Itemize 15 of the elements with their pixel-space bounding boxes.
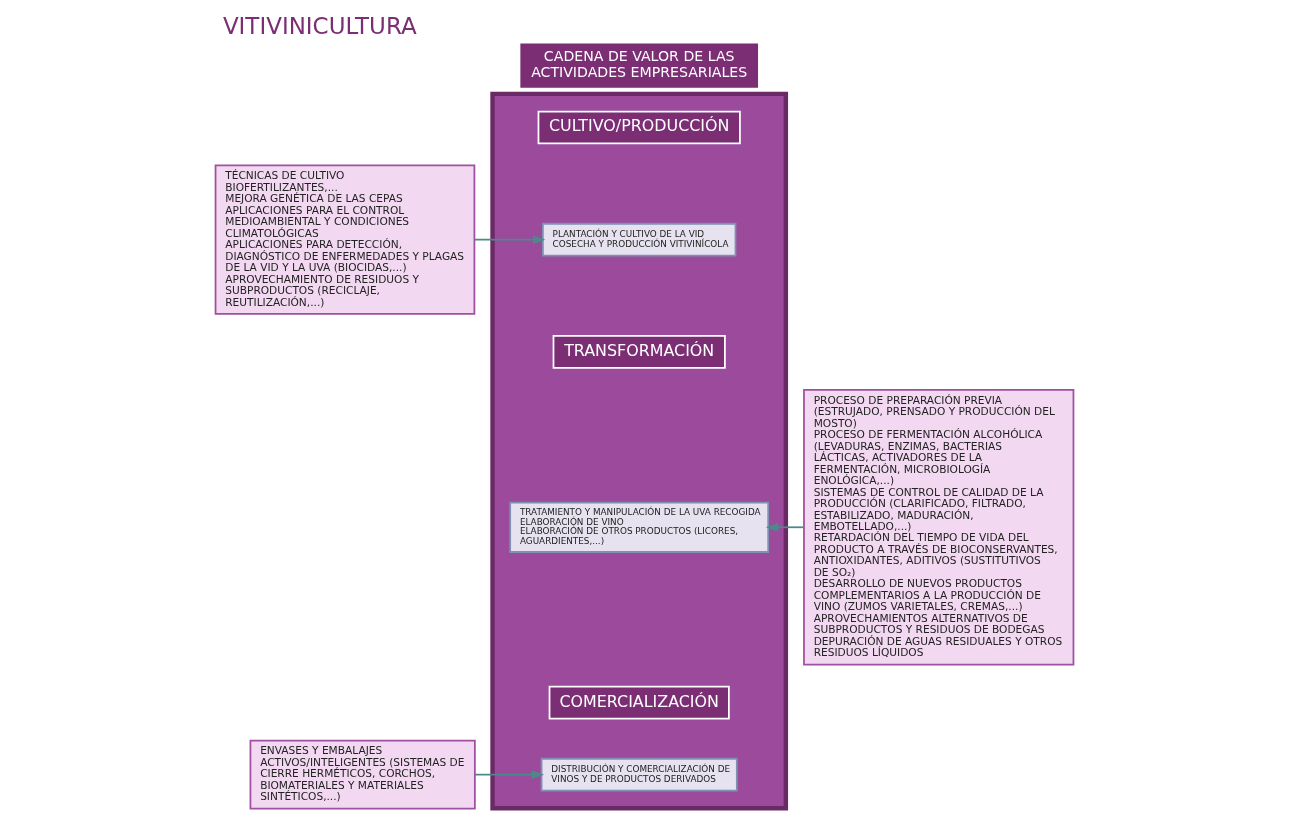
node-box: TRATAMIENTO Y MANIPULACIÓN DE LA UVA RECOGIDA ELABORACIÓN DE VINO ELABORACIÓN DE OTROS PRODUCTOS (LICORES, AGUARDIENTES,...)	[509, 501, 770, 553]
node-box: CADENA DE VALOR DE LAS ACTIVIDADES EMPRESARIALES	[520, 43, 759, 88]
node-box: COMERCIALIZACIÓN	[548, 685, 730, 720]
arrow	[765, 522, 805, 532]
arrow	[474, 770, 545, 779]
arrow	[473, 235, 546, 244]
node-box: TRANSFORMACIÓN	[552, 335, 726, 369]
cluster	[490, 91, 789, 811]
node-box: PROCESO DE PREPARACIÓN PREVIA (ESTRUJADO, PRENSADO Y PRODUCCIÓN DEL MOSTO) PROCESO DE FERMENTACIÓN ALCOHÓLICA (LEVADURAS, ENZIMAS, BACTERIAS LÁCTICAS, ACTIVADORES DE LA FERMENTACIÓN, MICROBIOLOGÍA ENOLÓGICA,...) SISTEMAS DE CONTROL DE CALIDAD DE LA PRODUCCIÓN (CLARIFICADO, FILTRADO, ESTABILIZADO, MADURACIÓN, EMBOTELLADO,...) RETARDACIÓN DEL TIEMPO DE VIDA DEL PRODUCTO A TRAVÉS DE BIOCONSERVANTES, ANTIOXIDANTES, ADITIVOS (SUSTITUTIVOS DE SO₂) DESARROLLO DE NUEVOS PRODUCTOS COMPLEMENTARIOS A LA PRODUCCIÓN DE VINO (ZUMOS VARIETALES, CREMAS,...) APROVECHAMIENTOS ALTERNATIVOS DE SUBPRODUCTOS Y RESIDUOS DE BODEGAS DEPURACIÓN DE AGUAS RESIDUALES Y OTROS RESIDUOS LÍQUIDOS	[803, 388, 1075, 666]
node-box: CULTIVO/PRODUCCIÓN	[537, 110, 741, 145]
node-box: ENVASES Y EMBALAJES ACTIVOS/INTELIGENTES (SISTEMAS DE CIERRE HERMÉTICOS, CORCHOS, BIOMATERIALES Y MATERIALES SINTÉTICOS,...)	[249, 739, 476, 810]
node-box: DISTRIBUCIÓN Y COMERCIALIZACIÓN DE VINOS Y DE PRODUCTOS DERIVADOS	[540, 757, 738, 792]
node-box: TÉCNICAS DE CULTIVO BIOFERTILIZANTES,... MEJORA GENÉTICA DE LAS CEPAS APLICACIONES PARA EL CONTROL MEDIOAMBIENTAL Y CONDICIONES CLIMATOLÓGICAS APLICACIONES PARA DETECCIÓN, DIAGNÓSTICO DE ENFERMEDADES Y PLAGAS DE LA VID Y LA UVA (BIOCIDAS,...) APROVECHAMIENTO DE RESIDUOS Y SUBPRODUCTOS (RECICLAJE, REUTILIZACIÓN,...)	[214, 164, 476, 315]
node-box: PLANTACIÓN Y CULTIVO DE LA VID COSECHA Y PRODUCCIÓN VITIVINÍCOLA	[542, 222, 737, 257]
diagram-title: VITIVINICULTURA	[222, 12, 417, 39]
